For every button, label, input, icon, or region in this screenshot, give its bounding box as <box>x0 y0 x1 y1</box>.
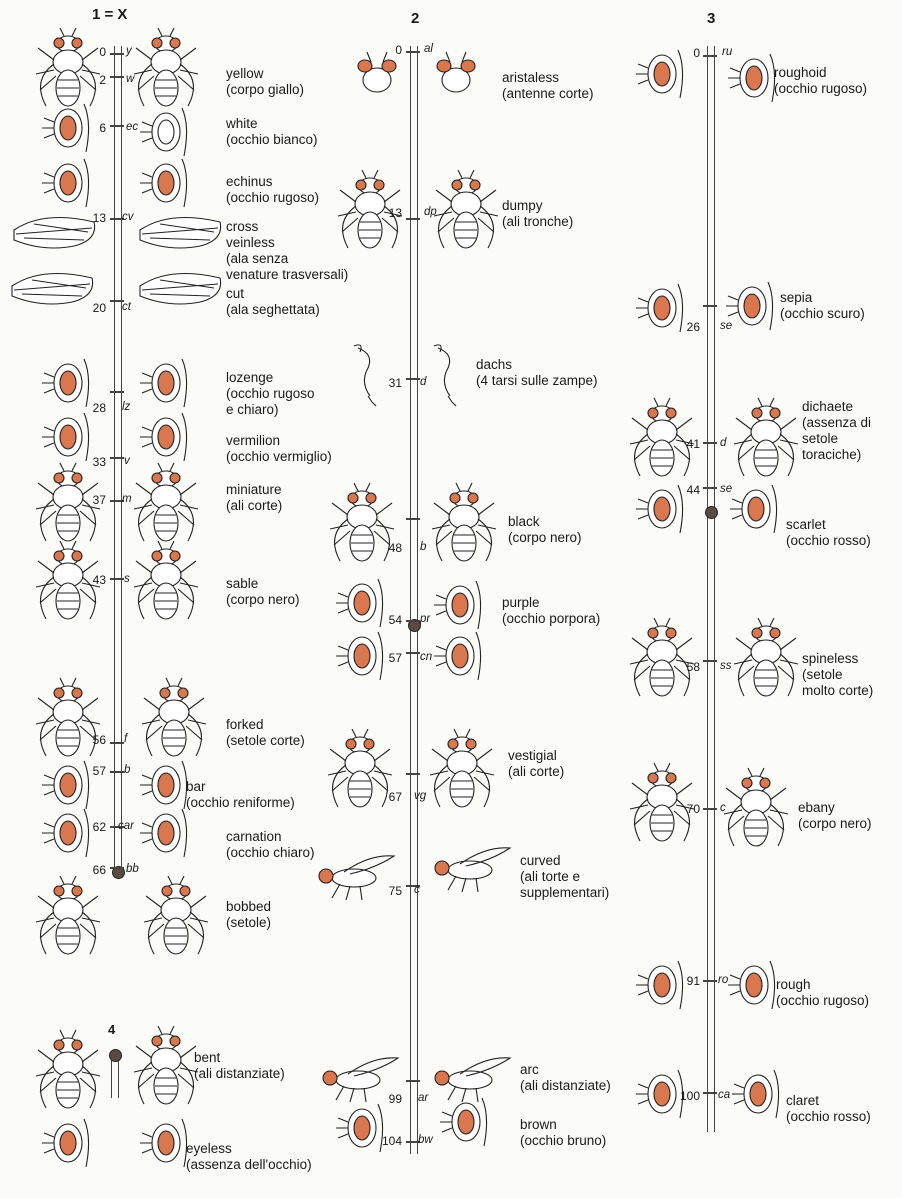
wildtype-eye-drawing <box>617 454 707 564</box>
mutant-eye-drawing <box>121 1088 211 1198</box>
mutant-side-drawing <box>421 811 511 921</box>
locus-tick-arc <box>406 1080 420 1082</box>
mutant-eye-drawing <box>421 1067 511 1177</box>
wildtype-side-drawing <box>305 819 395 929</box>
mutant-eye-drawing <box>707 251 797 361</box>
mutant-description-lozenge: (occhio rugoso <box>226 386 315 402</box>
mutant-description-yellow: (corpo giallo) <box>226 82 304 98</box>
mutant-description-cut: (ala seghettata) <box>226 302 320 318</box>
wildtype-fly-drawing <box>325 157 415 267</box>
mutant-name-sable: sable <box>226 576 258 592</box>
locus-tick-echinus <box>110 125 124 127</box>
mutant-name-arc: arc <box>520 1062 539 1078</box>
mutant-name-black: black <box>508 514 540 530</box>
mutant-description-cross: (ala senza <box>226 251 288 267</box>
mutant-description-dichaete: (assenza di <box>802 415 871 431</box>
mutant-description-cross: venature trasversali) <box>226 267 348 283</box>
wildtype-fly-drawing <box>617 750 707 860</box>
mutant-description-bobbed: (setole) <box>226 915 271 931</box>
locus-symbol-cut: ct <box>122 301 131 313</box>
mutant-description-carnation: (occhio chiaro) <box>226 845 315 861</box>
wildtype-fly-drawing <box>617 605 707 715</box>
wildtype-eye-drawing <box>617 1039 707 1149</box>
mutant-fly-drawing <box>121 528 211 638</box>
mutant-description-sable: (corpo nero) <box>226 592 300 608</box>
mutant-name-lozenge: lozenge <box>226 370 273 386</box>
mutant-name-miniature: miniature <box>226 482 282 498</box>
mutant-description-spineless: molto corte) <box>802 683 873 699</box>
mutant-description-ebany: (corpo nero) <box>798 816 872 832</box>
mutant-name-cross: cross <box>226 219 258 235</box>
mutant-description-purple: (occhio porpora) <box>502 611 600 627</box>
mutant-description-white: (occhio bianco) <box>226 132 318 148</box>
mutant-eye-drawing <box>415 601 505 711</box>
mutant-fly-drawing <box>131 863 221 973</box>
mutant-fly-drawing <box>721 605 811 715</box>
mutant-name-curved: curved <box>520 853 561 869</box>
wildtype-eye-drawing <box>317 1073 407 1183</box>
mutant-description-miniature: (ali corte) <box>226 498 282 514</box>
mutant-fly-drawing <box>421 157 511 267</box>
mutant-eye-drawing <box>713 1039 803 1149</box>
mutant-fly-drawing <box>711 755 801 865</box>
wildtype-eye-drawing <box>617 253 707 363</box>
mutant-description-arc: (ali distanziate) <box>520 1078 611 1094</box>
wildtype-eye-drawing <box>23 1088 113 1198</box>
mutant-name-aristaless: aristaless <box>502 70 559 86</box>
mutant-fly-drawing <box>417 716 507 826</box>
mutant-description-dachs: (4 tarsi sulle zampe) <box>476 373 598 389</box>
locus-symbol-curved: c <box>414 884 420 896</box>
mutant-head-drawing <box>411 17 501 127</box>
locus-tick-black <box>406 518 420 520</box>
mutant-name-carnation: carnation <box>226 829 282 845</box>
mutant-eye-drawing <box>709 23 799 133</box>
locus-symbol-cross: cv <box>122 211 134 223</box>
mutant-description-brown: (occhio bruno) <box>520 1133 606 1149</box>
wildtype-fly-drawing <box>23 863 113 973</box>
mutant-name-echinus: echinus <box>226 174 273 190</box>
wildtype-head-drawing <box>332 17 422 127</box>
wildtype-leg-drawing <box>323 317 413 427</box>
mutant-description-vermilion: (occhio vermiglio) <box>226 449 332 465</box>
mutant-name-ebany: ebany <box>798 800 835 816</box>
mutant-description-forked: (setole corte) <box>226 733 305 749</box>
mutant-name-forked: forked <box>226 717 264 733</box>
mutant-name-brown: brown <box>520 1117 557 1133</box>
mutant-description-lozenge: e chiaro) <box>226 402 279 418</box>
mutant-description-curved: supplementari) <box>520 885 609 901</box>
wildtype-fly-drawing <box>315 716 405 826</box>
mutant-description-dumpy: (ali tronche) <box>502 214 573 230</box>
mutant-name-yellow: yellow <box>226 66 264 82</box>
mutant-description-aristaless: (antenne corte) <box>502 86 594 102</box>
mutant-description-black: (corpo nero) <box>508 530 582 546</box>
wildtype-eye-drawing <box>617 930 707 1040</box>
mutant-eye-drawing <box>711 454 801 564</box>
mutant-description-vestigial: (ali corte) <box>508 764 564 780</box>
mutant-name-bobbed: bobbed <box>226 899 271 915</box>
mutant-leg-drawing <box>403 317 493 427</box>
wildtype-fly-drawing <box>23 528 113 638</box>
mutant-name-vestigial: vestigial <box>508 748 557 764</box>
wildtype-eye-drawing <box>617 19 707 129</box>
mutant-name-cut: cut <box>226 286 244 302</box>
mutant-name-vermilion: vermilion <box>226 433 280 449</box>
mutant-name-white: white <box>226 116 258 132</box>
mutant-eye-drawing <box>709 930 799 1040</box>
wildtype-eye-drawing <box>317 601 407 711</box>
mutant-description-echinus: (occhio rugoso) <box>226 190 319 206</box>
mutant-description-cross: veinless <box>226 235 275 251</box>
mutant-name-purple: purple <box>502 595 540 611</box>
mutant-description-curved: (ali torte e <box>520 869 580 885</box>
